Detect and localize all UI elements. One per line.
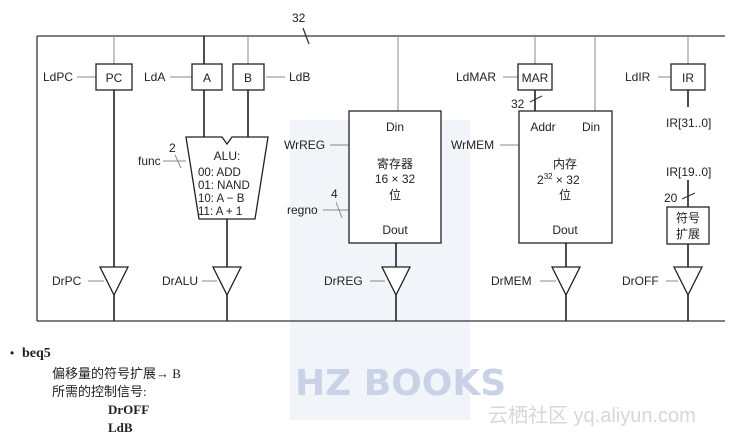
bus — [36, 27, 725, 322]
reg-dout-label: Dout — [382, 223, 408, 237]
wires — [77, 36, 689, 282]
register-file — [348, 110, 442, 244]
register-file-unit: 位 — [389, 187, 401, 202]
mar-register — [517, 63, 553, 91]
register-file-name: 寄存器 — [377, 156, 413, 171]
drreg-label: DrREG — [324, 274, 363, 288]
ir-width-label: 20 — [664, 191, 678, 205]
width-slashes — [529, 95, 696, 200]
func-label: func — [138, 154, 161, 168]
drpc-label: DrPC — [52, 274, 82, 288]
sign-extend-box — [666, 206, 710, 245]
regno-label: regno — [287, 203, 318, 217]
notes: • beq5 偏移量的符号扩展→ B 所需的控制信号: DrOFF LdB — [10, 346, 181, 435]
note-signal-2: LdB — [108, 420, 133, 435]
drreg-driver — [380, 266, 412, 297]
ldmar-label: LdMAR — [456, 70, 496, 84]
ldpc-label: LdPC — [43, 70, 73, 84]
watermark-center: HZ BOOKS — [295, 363, 506, 404]
drpc-driver — [98, 266, 130, 297]
wrreg-label: WrREG — [284, 138, 325, 152]
watermark-corner: 云栖社区 yq.aliyun.com — [488, 404, 696, 427]
bus-width-slash — [302, 27, 310, 45]
mem-dout-label: Dout — [552, 223, 578, 237]
reg-din-label: Din — [386, 120, 404, 134]
ldb-label: LdB — [289, 70, 310, 84]
func-width-label: 2 — [169, 141, 176, 155]
drmem-label: DrMEM — [491, 274, 532, 288]
b-label: B — [244, 71, 252, 85]
dralu-driver — [211, 266, 243, 297]
mar-width-slash — [529, 95, 543, 103]
memory-name: 内存 — [553, 157, 577, 171]
regno-width-label: 4 — [331, 187, 338, 201]
ir-19-0-label: IR[19..0] — [666, 165, 711, 179]
droff-driver — [672, 266, 704, 297]
a-label: A — [203, 71, 211, 85]
sign-ext-label-1: 符号 — [676, 210, 700, 225]
ir-width-slash — [681, 192, 696, 200]
drmem-driver — [550, 266, 582, 297]
note-signal-1: DrOFF — [108, 402, 149, 417]
droff-label: DrOFF — [622, 274, 659, 288]
ir-label: IR — [682, 71, 694, 85]
lda-label: LdA — [144, 70, 165, 84]
drivers — [98, 266, 704, 297]
wrmem-label: WrMEM — [451, 138, 494, 152]
alu-shape — [185, 136, 269, 220]
alu-op-0: 00: ADD — [198, 167, 241, 179]
data-paths — [113, 36, 689, 321]
mem-din-label: Din — [582, 120, 600, 134]
pc-label: PC — [106, 71, 123, 85]
alu-op-3: 11: A + 1 — [198, 206, 242, 218]
ir-31-0-label: IR[31..0] — [666, 116, 711, 130]
bus-width-label: 32 — [292, 11, 306, 25]
func-width-slash — [174, 154, 182, 169]
dralu-label: DrALU — [162, 274, 198, 288]
memory-unit: 位 — [559, 187, 571, 202]
b-register — [232, 63, 265, 91]
ldir-label: LdIR — [625, 70, 651, 84]
a-register — [191, 63, 223, 91]
ir-register — [670, 63, 706, 91]
pc-register — [95, 63, 133, 91]
mar-label: MAR — [522, 71, 549, 85]
register-file-size: 16 × 32 — [375, 172, 416, 186]
note-line-2: 所需的控制信号: — [52, 384, 147, 399]
mem-addr-label: Addr — [530, 120, 555, 134]
memory-size-rest: × 32 — [553, 173, 580, 187]
memory-size-exp: 32 — [544, 172, 553, 181]
note-line-1: 偏移量的符号扩展→ B — [52, 366, 181, 381]
regno-width-slash — [335, 201, 343, 219]
registers — [95, 63, 710, 245]
sign-ext-label-2: 扩展 — [676, 227, 700, 241]
alu-op-1: 01: NAND — [198, 180, 250, 192]
alu-title: ALU: — [214, 149, 241, 163]
memory-size-base: 2 — [537, 173, 544, 187]
note-title: beq5 — [22, 346, 51, 361]
note-bullet: • — [10, 346, 14, 360]
mar-width-label: 32 — [511, 97, 525, 111]
memory-block — [518, 110, 613, 244]
alu-op-2: 10: A − B — [198, 193, 245, 205]
memory-size: 232 × 32 — [537, 172, 580, 187]
